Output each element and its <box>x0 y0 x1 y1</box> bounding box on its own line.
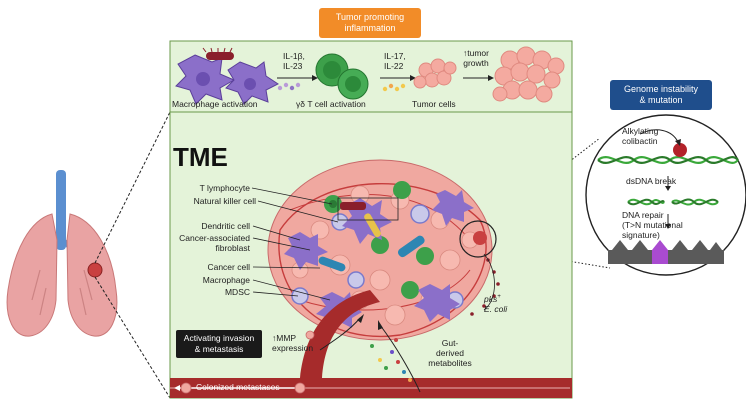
dna-repair-label: DNA repair (T>N mutational signature) <box>622 210 683 240</box>
label-t-lymphocyte: T lymphocyte <box>199 183 250 193</box>
cytokine-label-1b: IL-23 <box>283 61 303 71</box>
invasion-metastasis-box: Activating invasion & metastasis <box>176 330 262 358</box>
genome-instability-badge: Genome instability & mutation <box>610 80 712 110</box>
gd-tcell-activation-label: γδ T cell activation <box>296 99 366 109</box>
label-macrophage: Macrophage <box>202 275 250 285</box>
ecoli-text: E. coli <box>484 303 508 314</box>
highlight-circle <box>459 220 497 258</box>
repair-line3: signature) <box>622 230 660 240</box>
cytokine-dots-2 <box>382 83 406 92</box>
mmp-line1: ↑MMP <box>272 333 297 343</box>
pks-text: pks <box>484 293 498 304</box>
tumor-promoting-line2: inflammation <box>344 23 396 33</box>
immune-cells <box>284 181 474 330</box>
cytokine-label-1a: IL-1β, <box>283 51 305 61</box>
macrophage-activation-label: Macrophage activation <box>172 99 258 109</box>
invasion-line2: & metastasis <box>194 344 244 354</box>
pks-ecoli-label: pks+ E. coli <box>484 292 507 314</box>
mmp-arrow <box>319 317 361 351</box>
label-dendritic-cell: Dendritic cell <box>201 221 250 231</box>
tme-title: TME <box>173 142 228 172</box>
pks-ecoli-trail <box>470 231 500 316</box>
blood-vessel <box>170 290 572 398</box>
tumor-cells-label: Tumor cells <box>412 99 456 109</box>
dsdna-break-label: dsDNA break <box>626 176 677 186</box>
gut-line3: metabolites <box>428 358 472 368</box>
alkylating-line2: colibactin <box>622 136 658 146</box>
growth-line2: growth <box>463 58 489 68</box>
gut-metabolite-dots <box>370 338 412 382</box>
pks-sup: + <box>497 294 501 300</box>
genome-line2: & mutation <box>639 95 683 105</box>
tumor-growth-label: ↑tumor growth <box>456 48 496 68</box>
gut-line1: Gut- <box>441 338 459 348</box>
tumor-growth-cluster <box>492 46 565 103</box>
label-nk-cell: Natural killer cell <box>193 196 256 206</box>
gut-metabolites-label: Gut- derived metabolites <box>420 338 480 368</box>
tumor-promoting-line1: Tumor promoting <box>335 12 405 22</box>
cytokines-il1b-il23: IL-1β, IL-23 <box>283 51 305 71</box>
growth-line1: ↑tumor <box>463 48 489 58</box>
alkylating-colibactin-label: Alkylating colibactin <box>622 126 658 146</box>
invasion-line1: Activating invasion <box>183 333 255 343</box>
cell-label-leaders <box>251 187 339 301</box>
genome-line1: Genome instability <box>623 84 699 94</box>
cytokine-label-2b: IL-22 <box>384 61 404 71</box>
alkylating-line1: Alkylating <box>622 126 659 136</box>
gut-line2: derived <box>436 348 464 358</box>
label-mdsc: MDSC <box>224 287 250 297</box>
colonized-metastases-label: Colonized metastases <box>196 382 280 392</box>
repair-line2: (T>N mutational <box>622 220 683 230</box>
cytokine-label-2a: IL-17, <box>384 51 406 61</box>
label-caf-line2: fibroblast <box>215 243 251 253</box>
repair-line1: DNA repair <box>622 210 664 220</box>
genome-circle <box>585 114 746 276</box>
mmp-line2: expression <box>272 343 314 353</box>
cytokine-dots-1 <box>277 82 301 91</box>
macrophage-cells <box>175 47 279 105</box>
mutational-signature-bars <box>608 240 724 264</box>
mmp-expression-label: ↑MMP expression <box>272 333 313 353</box>
dna-helix-broken <box>627 198 719 206</box>
dna-helix-top <box>597 156 739 164</box>
gd-tcells <box>315 53 369 100</box>
label-caf-line1: Cancer-associated <box>179 233 250 243</box>
cytokines-il17-il22: IL-17, IL-22 <box>384 51 406 71</box>
label-cancer-cell: Cancer cell <box>207 262 250 272</box>
tumor-promoting-badge: Tumor promoting inflammation <box>319 8 421 38</box>
tumor-cell-cluster <box>413 58 457 89</box>
colibactin-molecule <box>673 143 687 157</box>
